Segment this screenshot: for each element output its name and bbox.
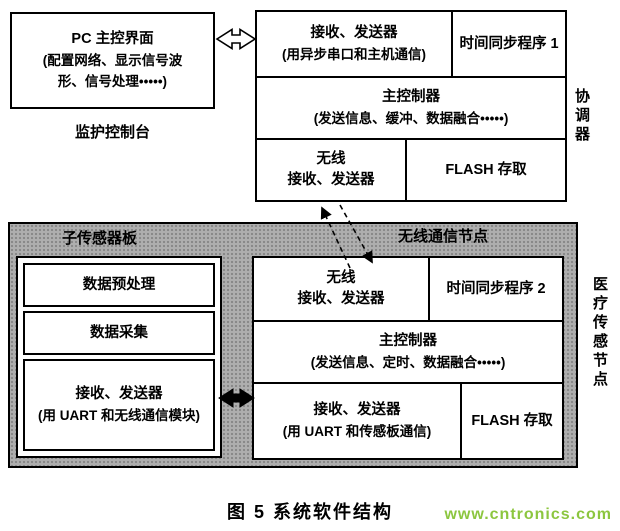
sub-sensor-board-label: 子传感器板 — [62, 230, 138, 247]
coord-wireless-line1: 无线 — [316, 151, 346, 167]
node-wireless-cell: 无线 接收、发送器 — [254, 258, 430, 320]
coord-rxtx-desc: (用异步串口和主机通信) — [282, 47, 426, 62]
sub-acquire-cell: 数据采集 — [23, 311, 215, 355]
pc-title: PC 主控界面 — [71, 31, 154, 47]
node-main-controller-cell: 主控制器 (发送信息、定时、数据融合•••••) — [254, 320, 562, 382]
coord-rxtx-title: 接收、发送器 — [310, 25, 398, 41]
node-rxtx-cell: 接收、发送器 (用 UART 和传感板通信) — [254, 384, 462, 458]
pc-console-box: PC 主控界面 (配置网络、显示信号波 形、信号处理•••••) — [10, 12, 215, 109]
coord-flash-cell: FLASH 存取 — [407, 140, 565, 200]
coord-rxtx-cell: 接收、发送器 (用异步串口和主机通信) — [257, 12, 453, 76]
node-flash-cell: FLASH 存取 — [462, 384, 562, 458]
sub-rxtx-desc: (用 UART 和无线通信模块) — [38, 408, 200, 423]
node-wireless-line2: 接收、发送器 — [297, 291, 385, 307]
node-rxtx-desc: (用 UART 和传感板通信) — [282, 424, 432, 439]
coord-ctrl-title: 主控制器 — [382, 89, 440, 105]
sub-preprocess-cell: 数据预处理 — [23, 263, 215, 307]
coord-wireless-cell: 无线 接收、发送器 — [257, 140, 407, 200]
pc-console-label: 监护控制台 — [74, 124, 150, 141]
node-flash-label: FLASH 存取 — [471, 412, 553, 429]
node-row-3: 接收、发送器 (用 UART 和传感板通信) FLASH 存取 — [254, 382, 562, 458]
wireless-node-box: 无线 接收、发送器 时间同步程序 2 主控制器 (发送信息、定时、数据融合•••… — [252, 256, 564, 460]
coord-wireless-line2: 接收、发送器 — [287, 172, 375, 188]
coordinator-side-label: 协调器 — [573, 88, 590, 145]
sub-preprocess-label: 数据预处理 — [82, 276, 156, 293]
coordinator-row-3: 无线 接收、发送器 FLASH 存取 — [257, 138, 565, 200]
sub-rxtx-title: 接收、发送器 — [75, 386, 163, 402]
sub-rxtx-cell: 接收、发送器 (用 UART 和无线通信模块) — [23, 359, 215, 451]
coord-main-controller-cell: 主控制器 (发送信息、缓冲、数据融合•••••) — [257, 76, 565, 138]
sub-acquire-label: 数据采集 — [90, 324, 148, 341]
coord-flash-label: FLASH 存取 — [445, 161, 527, 178]
node-rxtx-title: 接收、发送器 — [313, 402, 401, 418]
node-ctrl-desc: (发送信息、定时、数据融合•••••) — [310, 355, 506, 370]
coordinator-box: 接收、发送器 (用异步串口和主机通信) 时间同步程序 1 主控制器 (发送信息、… — [255, 10, 567, 202]
pc-desc-line1: (配置网络、显示信号波 — [42, 53, 183, 68]
watermark-text: www.cntronics.com — [444, 506, 612, 523]
coordinator-row-1: 接收、发送器 (用异步串口和主机通信) 时间同步程序 1 — [257, 12, 565, 76]
node-ctrl-title: 主控制器 — [379, 333, 437, 349]
pc-coordinator-arrow — [215, 28, 257, 50]
node-timesync-label: 时间同步程序 2 — [446, 280, 546, 297]
figure-caption: 图 5 系统软件结构 — [226, 502, 393, 522]
wireless-comm-node-label: 无线通信节点 — [398, 228, 489, 245]
node-row-1: 无线 接收、发送器 时间同步程序 2 — [254, 258, 562, 320]
coord-ctrl-desc: (发送信息、缓冲、数据融合•••••) — [313, 111, 509, 126]
sub-sensor-board-box: 数据预处理 数据采集 接收、发送器 (用 UART 和无线通信模块) — [16, 256, 222, 458]
coord-timesync-label: 时间同步程序 1 — [459, 35, 559, 52]
sensor-node-side-label: 医疗传感节点 — [591, 276, 608, 390]
coord-timesync-cell: 时间同步程序 1 — [453, 12, 565, 76]
node-wireless-line1: 无线 — [326, 270, 356, 286]
node-timesync-cell: 时间同步程序 2 — [430, 258, 562, 320]
pc-desc-line2: 形、信号处理•••••) — [57, 74, 168, 89]
